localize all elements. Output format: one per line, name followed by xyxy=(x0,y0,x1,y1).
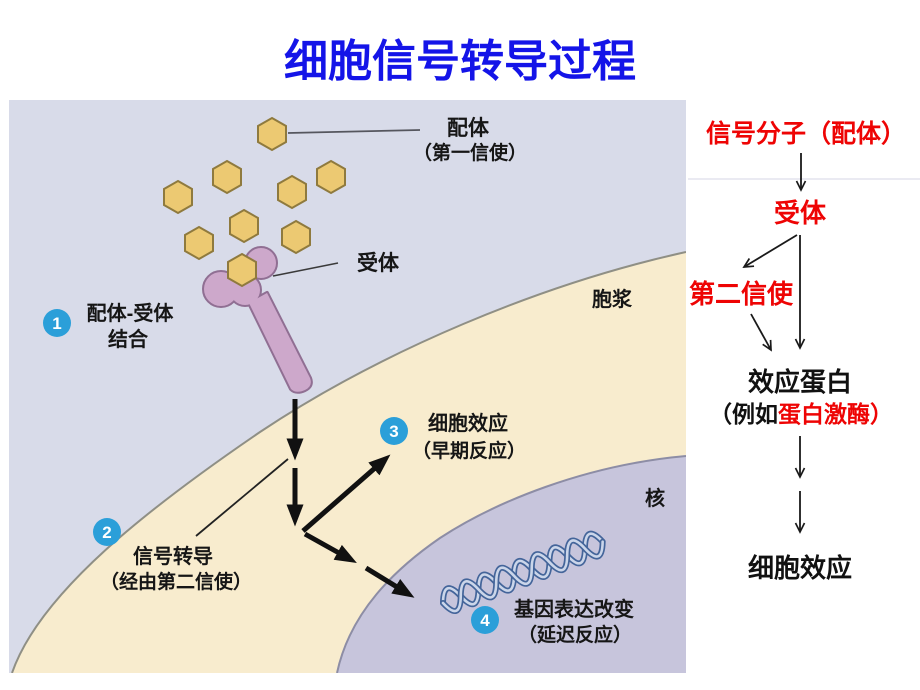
ligand-hexagons xyxy=(163,116,346,261)
ligand-sublabel: （第一信使） xyxy=(413,141,527,164)
ligand-hexagon xyxy=(277,174,307,210)
ligand-pointer-line xyxy=(287,129,421,134)
docked-ligand-group xyxy=(227,252,257,288)
ligand-hexagon xyxy=(281,219,311,255)
step-3-number: 3 xyxy=(389,422,398,441)
flow-node-effector-protein: 效应蛋白 xyxy=(748,367,852,397)
signal-flowchart: 信号分子（配体） 受体 第二信使 效应蛋白 （例如蛋白激酶） 细胞效应 xyxy=(688,119,920,583)
page-title: 细胞信号转导过程 xyxy=(284,37,636,86)
cell-diagram: 1 2 3 4 配体 （第一信使） 受体 胞浆 核 配体-受体 结合 信号转导 … xyxy=(9,100,686,673)
effector-example-suffix: ） xyxy=(870,401,893,427)
flow-arrow-second-messenger-to-effector xyxy=(750,313,772,352)
ligand-hexagon xyxy=(257,116,287,152)
nucleus-membrane-curve xyxy=(336,455,686,673)
nucleus-arrow-segment-2 xyxy=(364,565,415,598)
flow-node-signal-molecule: 信号分子（配体） xyxy=(706,119,906,148)
step-3-sublabel: （早期反应） xyxy=(412,439,526,462)
docked-ligand-hexagon xyxy=(227,252,257,288)
effector-example-highlight: 蛋白激酶 xyxy=(778,401,870,427)
nucleus-label: 核 xyxy=(645,486,665,510)
step-2-label: 信号转导 xyxy=(133,544,213,568)
step-1-badge xyxy=(43,309,71,337)
ligand-hexagon xyxy=(163,179,193,215)
step-1-sublabel: 结合 xyxy=(108,327,149,351)
flow-node-second-messenger: 第二信使 xyxy=(689,279,794,309)
ligand-hexagon xyxy=(316,159,346,195)
step-badges xyxy=(43,309,499,634)
signal-transduction-pointer-line xyxy=(195,458,289,537)
flow-node-effector-example: （例如蛋白激酶） xyxy=(709,401,893,427)
step-4-sublabel: （延迟反应） xyxy=(518,623,632,646)
step-1-label: 配体-受体 xyxy=(87,301,175,325)
ligand-label: 配体 xyxy=(447,117,490,140)
dna-strand-2-highlight xyxy=(441,539,604,613)
effector-example-prefix: （例如 xyxy=(709,401,778,427)
step-2-sublabel: （经由第二信使） xyxy=(100,570,252,593)
step-1-number: 1 xyxy=(52,314,61,333)
nucleus-arrow-segment-1 xyxy=(303,531,357,564)
dna-strand-1-highlight xyxy=(441,532,604,606)
cytoplasm-label: 胞浆 xyxy=(592,287,633,311)
flow-node-receptor: 受体 xyxy=(774,198,827,228)
flow-arrow-receptor-to-second-messenger xyxy=(742,234,798,268)
step-3-label: 细胞效应 xyxy=(428,411,508,435)
ligand-hexagon xyxy=(212,159,242,195)
cell-membrane-curve xyxy=(11,251,686,673)
step-2-badge xyxy=(93,518,121,546)
step-4-label: 基因表达改变 xyxy=(514,597,634,621)
ligand-hexagon xyxy=(184,225,214,261)
ligand-hexagon xyxy=(229,208,259,244)
step-2-number: 2 xyxy=(102,523,111,542)
dna-helix-icon xyxy=(440,530,606,614)
step-3-badge xyxy=(380,417,408,445)
nucleus-region xyxy=(337,456,686,673)
step-4-number: 4 xyxy=(480,611,490,630)
receptor-label: 受体 xyxy=(357,251,400,275)
receptor-pointer-line xyxy=(272,262,339,277)
early-response-arrow xyxy=(301,454,391,533)
step-4-badge xyxy=(471,606,499,634)
flow-node-cell-effect: 细胞效应 xyxy=(748,553,852,583)
